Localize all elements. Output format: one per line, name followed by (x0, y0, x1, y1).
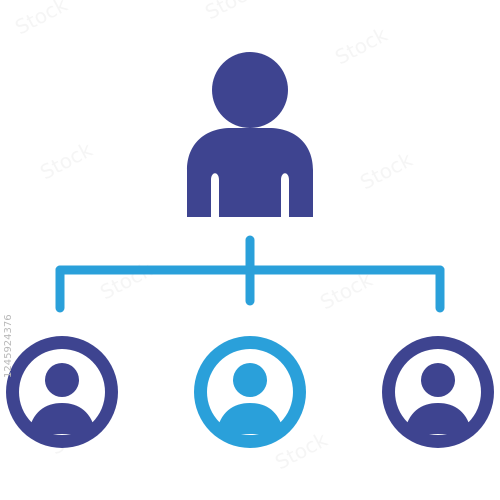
right-member-shoulders (404, 403, 472, 434)
left-team-member-icon (6, 336, 118, 448)
center-member-head (233, 363, 267, 397)
svg-text:Stock: Stock (11, 0, 72, 39)
svg-text:Stock: Stock (201, 0, 262, 24)
leader-person-icon (187, 52, 313, 217)
left-member-shoulders (28, 403, 96, 434)
left-member-head (45, 363, 79, 397)
hierarchy-connector (55, 235, 445, 313)
center-team-member-icon (194, 336, 306, 448)
stock-id-label: 1245924376 (3, 314, 14, 378)
svg-text:Stock: Stock (96, 257, 157, 304)
leader-body (187, 128, 313, 217)
svg-text:Stock: Stock (36, 137, 97, 184)
svg-text:Stock: Stock (356, 147, 417, 194)
leader-head (212, 52, 288, 128)
center-member-shoulders (216, 403, 284, 434)
svg-text:Stock: Stock (331, 22, 392, 69)
right-team-member-icon (382, 336, 494, 448)
right-member-head (421, 363, 455, 397)
